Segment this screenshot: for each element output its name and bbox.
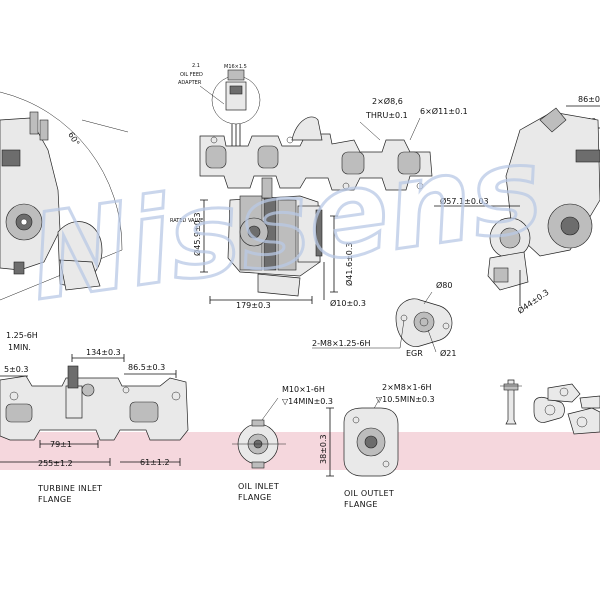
label-six-holes: 6×Ø11±0.1 (420, 106, 468, 116)
label-vnt: RATED VALVE (170, 218, 203, 224)
pink-band (0, 432, 600, 470)
label-depth-14: ▽14MIN±0.3 (282, 397, 333, 406)
left-turbo-view: 60° (0, 91, 129, 301)
label-dim-10: Ø10±0.3 (330, 298, 366, 308)
label-dim-21: Ø21 (440, 348, 456, 358)
label-dim-80: Ø80 (436, 280, 452, 290)
label-oil-feed-1: 2.1 (192, 63, 200, 69)
caption-oil-outlet-1: OIL OUTLET (344, 489, 394, 498)
label-dim-57: Ø57.1±0.03 (440, 196, 489, 206)
label-dim-5: 5±0.3 (4, 365, 29, 374)
center-turbo-assembly: 2.1 OIL FEED ADAPTER M16×1.5 2×Ø8,6 THRU… (170, 63, 468, 310)
label-thru: THRU±0.1 (365, 111, 408, 120)
label-depth-10-5: ▽10.5MIN±0.3 (376, 395, 435, 404)
caption-oil-outlet-2: FLANGE (344, 500, 378, 509)
caption-oil-inlet-1: OIL INLET (238, 482, 279, 491)
label-m8: 2-M8×1.25-6H (312, 339, 370, 348)
label-dim-134: 134±0.3 (86, 348, 121, 357)
label-adapter-top: M16×1.5 (224, 64, 247, 70)
label-m10: M10×1-6H (282, 385, 325, 394)
egr-flange: Ø80 2-M8×1.25-6H EGR Ø21 (312, 280, 456, 358)
oil-inlet-flange-view: M10×1-6H ▽14MIN±0.3 OIL INLET FLANGE (232, 385, 333, 502)
label-dim-86: 86±0. (578, 95, 600, 104)
label-m125: 1.25-6H (6, 331, 38, 340)
label-dim-38: 38±0.3 (319, 434, 328, 464)
label-dim-41: Ø41.6±0.3 (344, 242, 354, 286)
label-dim-45: Ø45.9±0.3 (192, 212, 202, 256)
label-oil-feed-3: ADAPTER (178, 80, 202, 86)
label-dim-86-5: 86.5±0.3 (128, 363, 165, 372)
accessory-kit (500, 379, 600, 435)
caption-turbine-inlet-2: FLANGE (38, 495, 72, 504)
oil-outlet-flange-view: 2×M8×1-6H ▽10.5MIN±0.3 38±0.3 OIL OUTLET… (319, 383, 435, 509)
turbine-inlet-flange-view: 1.25-6H 1MIN. 134±0.3 5±0.3 86.5±0.3 79±… (0, 331, 189, 504)
label-dim-61: 61±1.2 (140, 458, 170, 467)
caption-oil-inlet-2: FLANGE (238, 493, 272, 502)
label-m8b: 2×M8×1-6H (382, 383, 432, 392)
label-dim-179: 179±0.3 (236, 301, 271, 310)
angle-label-left: 60° (66, 131, 81, 148)
label-dim-44: Ø44±0.3 (515, 287, 550, 316)
label-two-holes: 2×Ø8,6 (372, 96, 403, 106)
label-min: 1MIN. (8, 343, 31, 352)
label-dim-79: 79±1 (50, 440, 72, 449)
label-dim-255: 255±1.2 (38, 459, 73, 468)
label-oil-feed-2: OIL FEED (180, 72, 203, 78)
caption-turbine-inlet-1: TURBINE INLET (37, 484, 102, 493)
label-egr: EGR (406, 349, 423, 358)
